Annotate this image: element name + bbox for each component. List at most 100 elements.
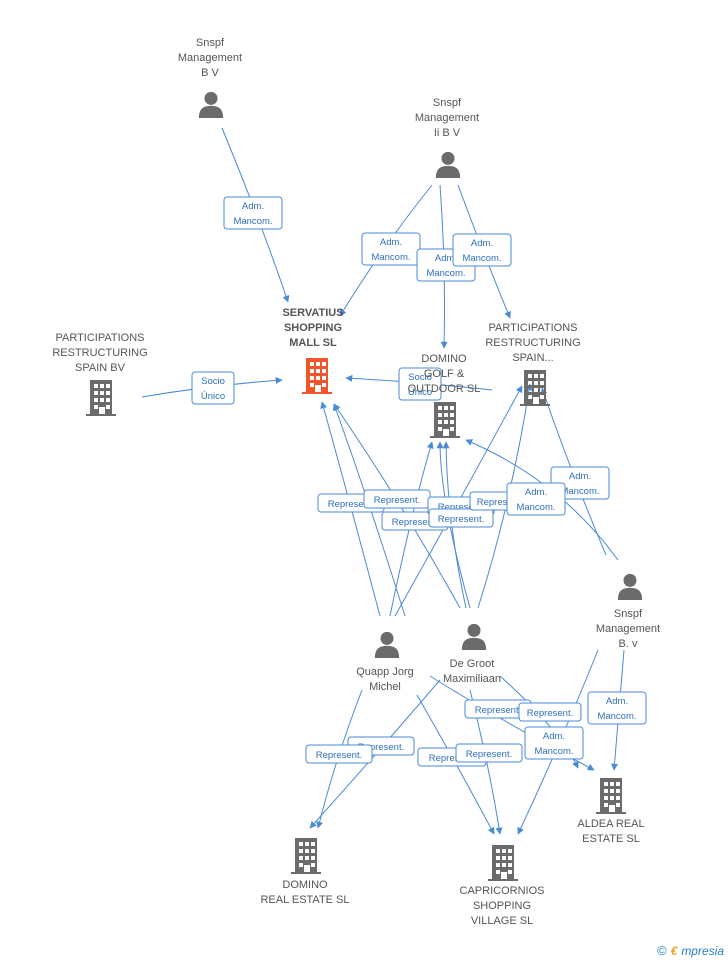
node-label: ALDEA REAL bbox=[577, 818, 644, 830]
edge-label-box bbox=[452, 233, 512, 267]
person-icon[interactable] bbox=[617, 573, 643, 600]
node-label: ESTATE SL bbox=[582, 833, 640, 845]
edge-label-box bbox=[506, 482, 566, 516]
edge-label[interactable]: Represent. bbox=[363, 489, 431, 509]
node-label: CAPRICORNIOS bbox=[460, 885, 545, 897]
edge-label[interactable]: Represent. bbox=[455, 743, 523, 763]
edge-label[interactable]: Adm. Mancom. bbox=[223, 196, 283, 230]
node-label: Management bbox=[596, 623, 660, 635]
node-label: Michel bbox=[369, 681, 401, 693]
edge-label[interactable]: Represent. bbox=[428, 508, 494, 528]
edge-label[interactable]: Represent. bbox=[305, 744, 373, 764]
node-label: SHOPPING bbox=[284, 322, 342, 334]
edge-label[interactable]: Adm. Mancom. bbox=[506, 482, 566, 516]
edge-label[interactable]: Adm.Mancom. bbox=[587, 691, 647, 725]
building-icon[interactable] bbox=[488, 845, 518, 881]
edge-label[interactable]: Adm. Mancom. bbox=[452, 233, 512, 267]
edge-label-text: Mancom. bbox=[516, 502, 555, 513]
edge-label-text: Represent. bbox=[429, 753, 475, 764]
person-icon[interactable] bbox=[435, 151, 461, 178]
edge-label-text: Adm. bbox=[471, 238, 493, 249]
building-icon[interactable] bbox=[430, 402, 460, 438]
empresia-footer[interactable]: © €mpresia bbox=[657, 943, 724, 958]
node-label: Maximiliaan bbox=[443, 673, 501, 685]
edge-label-text: Represent. bbox=[475, 705, 521, 716]
node-label: B V bbox=[201, 67, 219, 79]
node-label: DOMINO bbox=[421, 353, 467, 365]
edge-label-box bbox=[305, 744, 373, 764]
building-icon[interactable] bbox=[302, 358, 332, 394]
edge-label-text: Adm. bbox=[525, 487, 547, 498]
node-label: Quapp Jorg bbox=[356, 666, 413, 678]
edge-label-text: Represent. bbox=[358, 742, 404, 753]
edge-label-text: Socio bbox=[201, 376, 225, 387]
edge-label-text: Represent. bbox=[466, 749, 512, 760]
node-label: MALL SL bbox=[289, 337, 337, 349]
node-label: PARTICIPATIONS bbox=[55, 332, 144, 344]
edge-labels-layer: Adm. Mancom. Adm. Mancom. Adm. Mancom. Adm. Man… bbox=[191, 196, 647, 767]
copyright-symbol: © bbox=[657, 943, 667, 958]
edge-label-text: Mancom. bbox=[534, 746, 573, 757]
node-label: Snspf bbox=[614, 608, 643, 620]
edge-label[interactable]: Adm.Mancom. bbox=[361, 232, 421, 266]
node-label: De Groot bbox=[450, 658, 495, 670]
edge-label-text: Mancom. bbox=[233, 216, 272, 227]
edge-label-text: Mancom. bbox=[560, 486, 599, 497]
node-label: SERVATIUS bbox=[282, 307, 343, 319]
edge-label-text: Represent. bbox=[374, 495, 420, 506]
edge-label-text: Adm. bbox=[543, 731, 565, 742]
person-icon[interactable] bbox=[461, 623, 487, 650]
building-icon[interactable] bbox=[520, 370, 550, 406]
edge-label-text: Adm. bbox=[569, 471, 591, 482]
edge-label[interactable]: Adm. Mancom. bbox=[524, 726, 584, 760]
edge-label-text: Adm. bbox=[242, 201, 264, 212]
building-icon[interactable] bbox=[291, 838, 321, 874]
person-icon[interactable] bbox=[374, 631, 400, 658]
building-icon[interactable] bbox=[596, 778, 626, 814]
node-label: OUTDOOR SL bbox=[408, 383, 481, 395]
edge-label-text: Represent. bbox=[328, 499, 374, 510]
node-label: DOMINO bbox=[282, 879, 328, 891]
node-label: SPAIN... bbox=[512, 352, 553, 364]
empresia-logo-icon: € bbox=[670, 943, 678, 958]
building-icon[interactable] bbox=[86, 380, 116, 416]
node-label: Snspf bbox=[433, 97, 462, 109]
node-label: PARTICIPATIONS bbox=[488, 322, 577, 334]
node-label: Management bbox=[415, 112, 479, 124]
node-label: Snspf bbox=[196, 37, 225, 49]
edge-label-text: Represent. bbox=[527, 708, 573, 719]
edge-label-text: Mancom. bbox=[462, 253, 501, 264]
node-aldea[interactable]: ALDEA REAL ESTATE SL bbox=[577, 778, 645, 845]
edge-label-text: Adm. bbox=[606, 696, 628, 707]
edge-label-box bbox=[518, 702, 582, 722]
edge-label-text: Represent. bbox=[392, 517, 438, 528]
node-servatius[interactable]: SERVATIUS SHOPPING MALL SL bbox=[282, 307, 344, 394]
edge-label-text: Único bbox=[408, 387, 432, 398]
edge-label-text: Mancom. bbox=[371, 252, 410, 263]
edge-label-text: Adm. bbox=[435, 253, 457, 264]
node-label: SPAIN BV bbox=[75, 362, 126, 374]
edge-label[interactable]: Represent. bbox=[518, 702, 582, 722]
brand-name: mpresia bbox=[681, 943, 724, 958]
edge-label-text: Represent. bbox=[438, 502, 484, 513]
edge-label-box bbox=[428, 508, 494, 528]
relationship-edge bbox=[416, 694, 495, 835]
edge-label-text: Represent. bbox=[438, 514, 484, 525]
edge-label-text: Socio bbox=[408, 372, 432, 383]
person-icon[interactable] bbox=[198, 91, 224, 118]
node-participations_right[interactable]: PARTICIPATIONSRESTRUCTURINGSPAIN... bbox=[485, 322, 581, 406]
edge-label-box bbox=[398, 367, 442, 401]
